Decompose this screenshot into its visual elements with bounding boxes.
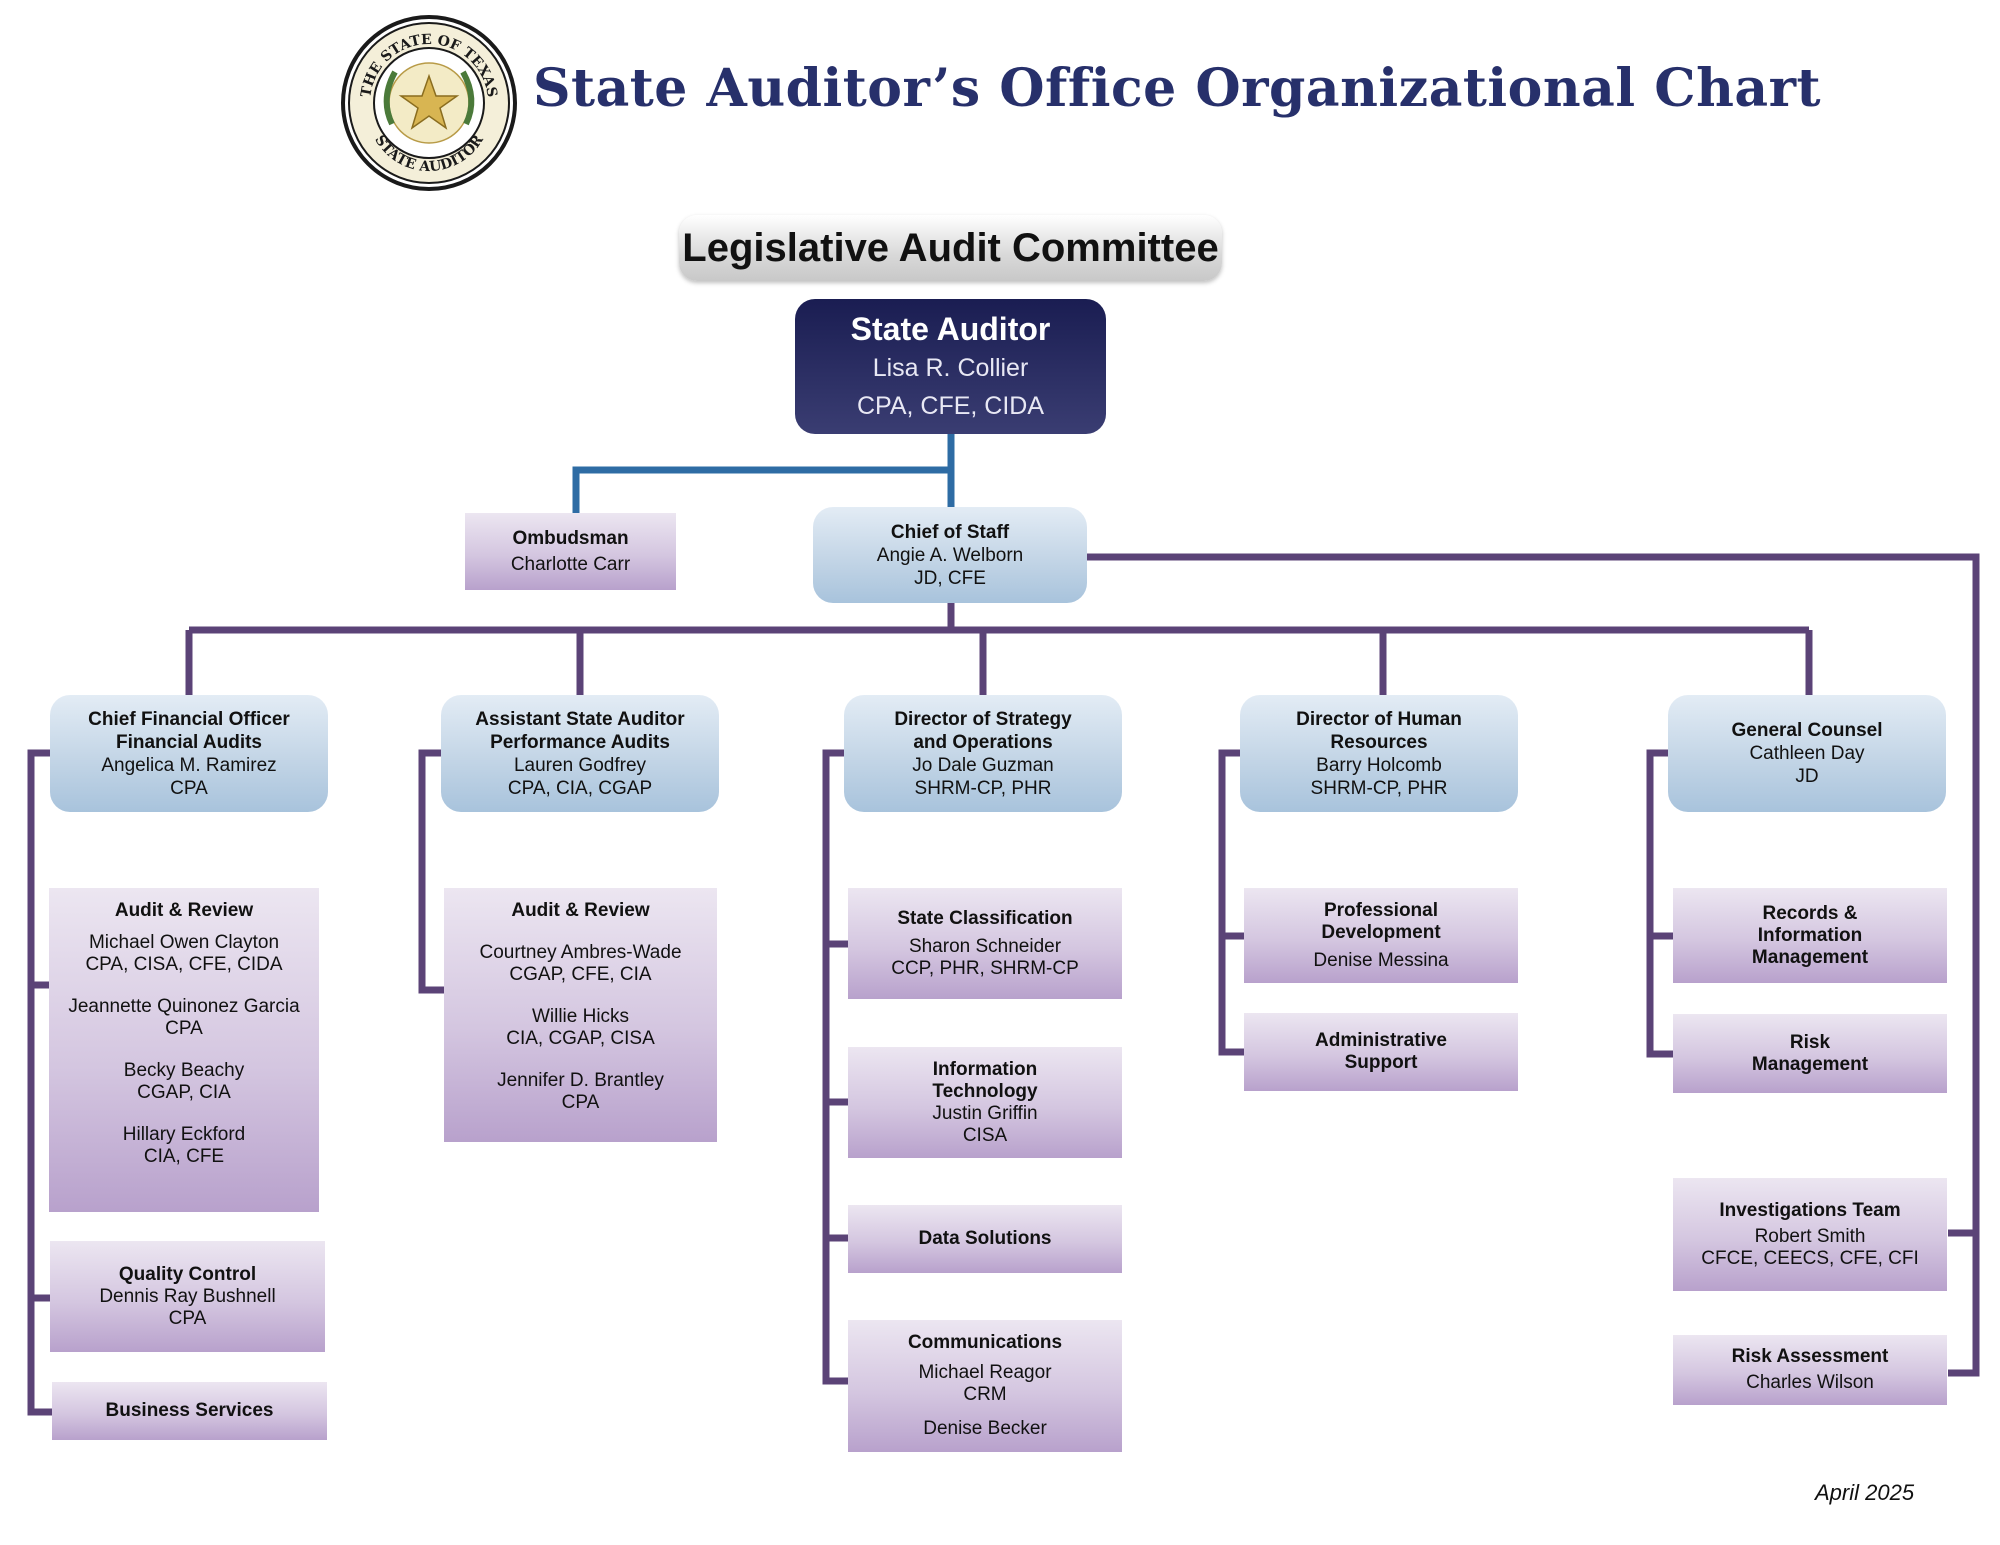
state-classification-title: State Classification: [897, 907, 1073, 929]
business-services-box: Business Services: [52, 1382, 327, 1440]
investigations-team-title: Investigations Team: [1719, 1199, 1901, 1221]
data-solutions-title: Data Solutions: [918, 1228, 1052, 1249]
gc-name: Cathleen Day: [1749, 743, 1865, 764]
professional-development-name: Denise Messina: [1313, 949, 1449, 971]
dhr-name: Barry Holcomb: [1316, 754, 1442, 776]
person: Courtney Ambres-Wade: [479, 942, 682, 963]
quality-control-creds: CPA: [168, 1307, 207, 1329]
dhr-box: Director of Human Resources Barry Holcom…: [1240, 695, 1518, 812]
administrative-support-box: Administrative Support: [1244, 1013, 1518, 1091]
person-creds: CPA, CISA, CFE, CIDA: [85, 954, 283, 975]
information-technology-title: Information Technology: [932, 1058, 1038, 1102]
communications-box: Communications Michael Reagor CRM Denise…: [848, 1320, 1122, 1452]
quality-control-name: Dennis Ray Bushnell: [99, 1285, 276, 1307]
person-creds: CPA: [165, 1018, 203, 1039]
asa-creds: CPA, CIA, CGAP: [507, 777, 653, 799]
person: Michael Owen Clayton: [88, 932, 280, 953]
person: Jeannette Quinonez Garcia: [68, 996, 300, 1017]
person: Becky Beachy: [123, 1060, 245, 1081]
records-information-management-box: Records & Information Management: [1673, 888, 1947, 983]
state-classification-box: State Classification Sharon Schneider CC…: [848, 888, 1122, 999]
investigations-team-creds: CFCE, CEECS, CFE, CFI: [1701, 1247, 1919, 1269]
line-dso-branch: [822, 749, 848, 1385]
person-creds: CGAP, CFE, CIA: [509, 964, 652, 985]
investigations-team-box: Investigations Team Robert Smith CFCE, C…: [1673, 1178, 1947, 1291]
chief-of-staff-creds: JD, CFE: [914, 567, 986, 589]
dso-title: Director of Strategy and Operations: [894, 708, 1072, 753]
person: Hillary Eckford: [122, 1124, 246, 1145]
communications-title: Communications: [907, 1332, 1063, 1353]
person-creds: CGAP, CIA: [137, 1082, 231, 1103]
person: Jennifer D. Brantley: [497, 1070, 664, 1091]
quality-control-box: Quality Control Dennis Ray Bushnell CPA: [50, 1241, 325, 1352]
asa-box: Assistant State Auditor Performance Audi…: [441, 695, 719, 812]
state-auditor-seal: THE STATE OF TEXAS STATE AUDITOR: [340, 14, 518, 192]
gc-creds: JD: [1795, 766, 1819, 787]
cfo-audit-review-title: Audit & Review: [114, 900, 254, 921]
state-classification-creds: CCP, PHR, SHRM-CP: [891, 957, 1079, 979]
person-creds: CPA: [561, 1092, 600, 1113]
chief-of-staff-title: Chief of Staff: [890, 521, 1010, 543]
person-creds: CIA, CFE: [143, 1146, 225, 1167]
dso-creds: SHRM-CP, PHR: [914, 777, 1052, 799]
administrative-support-title: Administrative Support: [1315, 1030, 1447, 1073]
legislative-audit-committee-box: Legislative Audit Committee: [679, 215, 1222, 281]
state-auditor-creds: CPA, CFE, CIDA: [856, 391, 1045, 420]
business-services-title: Business Services: [105, 1400, 274, 1421]
communications-name-2: Denise Becker: [923, 1418, 1047, 1439]
cfo-name: Angelica M. Ramirez: [101, 754, 277, 776]
asa-audit-review-title: Audit & Review: [511, 900, 650, 921]
cfo-box: Chief Financial Officer Financial Audits…: [50, 695, 328, 812]
risk-assessment-title: Risk Assessment: [1731, 1346, 1889, 1367]
line-staff-to-right: [1087, 553, 1980, 1377]
information-technology-creds: CISA: [962, 1124, 1008, 1146]
dso-name: Jo Dale Guzman: [912, 754, 1054, 776]
asa-name: Lauren Godfrey: [513, 754, 647, 776]
risk-management-box: Risk Management: [1673, 1014, 1947, 1093]
line-asa-branch: [418, 749, 444, 994]
risk-assessment-name: Charles Wilson: [1746, 1372, 1874, 1393]
data-solutions-box: Data Solutions: [848, 1205, 1122, 1273]
person: Willie Hicks: [531, 1006, 630, 1027]
ombudsman-box: Ombudsman Charlotte Carr: [465, 513, 676, 590]
risk-management-title: Risk Management: [1751, 1031, 1869, 1075]
dso-box: Director of Strategy and Operations Jo D…: [844, 695, 1122, 812]
state-auditor-box: State Auditor Lisa R. Collier CPA, CFE, …: [795, 299, 1106, 434]
information-technology-box: Information Technology Justin Griffin CI…: [848, 1047, 1122, 1158]
ombudsman-title: Ombudsman: [512, 527, 629, 549]
professional-development-box: Professional Development Denise Messina: [1244, 888, 1518, 983]
cfo-title: Chief Financial Officer Financial Audits: [88, 708, 290, 753]
asa-title: Assistant State Auditor Performance Audi…: [475, 708, 685, 753]
line-gc-branch: [1646, 749, 1673, 1058]
person-creds: CIA, CGAP, CISA: [506, 1028, 655, 1049]
gc-box: General Counsel Cathleen Day JD: [1668, 695, 1946, 812]
ombudsman-name: Charlotte Carr: [510, 553, 631, 575]
communications-name: Michael Reagor: [918, 1362, 1052, 1383]
cfo-audit-review-box: Audit & Review Michael Owen Clayton CPA,…: [49, 888, 319, 1212]
investigations-team-name: Robert Smith: [1754, 1225, 1866, 1247]
dhr-title: Director of Human Resources: [1296, 708, 1462, 753]
page-title: State Auditor’s Office Organizational Ch…: [533, 58, 1822, 119]
state-auditor-title: State Auditor: [850, 310, 1051, 347]
risk-assessment-box: Risk Assessment Charles Wilson: [1673, 1335, 1947, 1405]
chief-of-staff-box: Chief of Staff Angie A. Welborn JD, CFE: [813, 507, 1087, 603]
chief-of-staff-name: Angie A. Welborn: [876, 544, 1024, 566]
line-auditor-to-ombudsman: [572, 466, 951, 513]
date-label: April 2025: [1815, 1480, 1915, 1505]
state-classification-name: Sharon Schneider: [908, 935, 1062, 957]
line-dhr-branch: [1218, 749, 1244, 1056]
dhr-creds: SHRM-CP, PHR: [1310, 777, 1448, 799]
asa-audit-review-box: Audit & Review Courtney Ambres-Wade CGAP…: [444, 888, 717, 1142]
information-technology-name: Justin Griffin: [932, 1102, 1038, 1124]
cfo-creds: CPA: [170, 777, 208, 799]
communications-creds: CRM: [963, 1384, 1007, 1405]
line-cfo-branch: [27, 749, 52, 1416]
quality-control-title: Quality Control: [118, 1263, 257, 1285]
gc-title: General Counsel: [1731, 720, 1883, 741]
records-information-management-title: Records & Information Management: [1751, 902, 1869, 968]
professional-development-title: Professional Development: [1321, 899, 1441, 943]
state-auditor-name: Lisa R. Collier: [872, 353, 1029, 382]
